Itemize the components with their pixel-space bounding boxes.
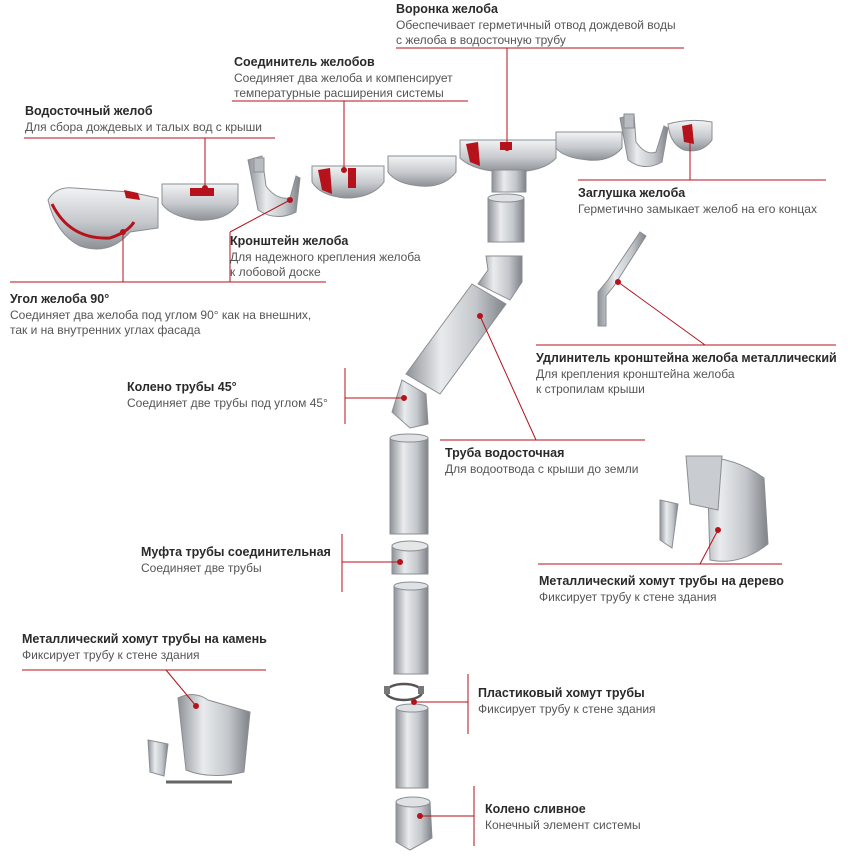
label-connector: Соединитель желобов Соединяет два желоба…: [234, 55, 453, 101]
label-extender: Удлинитель кронштейна желоба металлическ…: [536, 351, 837, 397]
gutter-bracket: [247, 155, 301, 217]
label-pipe: Труба водосточная Для водоотвода с крыши…: [445, 446, 638, 477]
label-desc: Обеспечивает герметичный отвод дождевой …: [396, 18, 676, 47]
label-title: Воронка желоба: [396, 2, 498, 16]
label-title: Колено сливное: [485, 802, 586, 816]
label-title: Труба водосточная: [445, 446, 565, 460]
gutter-corner-90: [47, 187, 159, 250]
label-title: Заглушка желоба: [578, 186, 686, 200]
label-title: Угол желоба 90°: [10, 292, 110, 306]
label-desc: Для надежного крепления желоба к лобовой…: [230, 250, 421, 279]
bracket-extender: [597, 231, 647, 327]
stone-clamp: [147, 694, 251, 784]
gutter-connector-right: [619, 113, 669, 167]
label-title: Водосточный желоб: [25, 104, 153, 118]
pipe-main-1: [389, 433, 429, 535]
leader-lines: [10, 47, 836, 846]
label-gutter: Водосточный желоб Для сбора дождевых и т…: [25, 104, 262, 135]
label-title: Удлинитель кронштейна желоба металлическ…: [536, 351, 837, 365]
label-title: Муфта трубы соединительная: [141, 545, 331, 559]
label-outlet: Колено сливное Конечный элемент системы: [485, 802, 641, 833]
label-title: Пластиковый хомут трубы: [478, 686, 645, 700]
label-desc: Конечный элемент системы: [485, 818, 641, 832]
label-desc: Для крепления кронштейна желоба к стропи…: [536, 367, 735, 396]
gutter-section-3: [555, 131, 623, 161]
pipe-elbow-45: [391, 379, 429, 429]
label-desc: Соединяет два желоба и компенсирует темп…: [234, 71, 453, 100]
label-bracket: Кронштейн желоба Для надежного крепления…: [230, 234, 421, 280]
label-desc: Для водоотвода с крыши до земли: [445, 462, 639, 476]
label-endcap: Заглушка желоба Герметично замыкает жело…: [578, 186, 817, 217]
gutter-section-2: [387, 155, 457, 187]
label-corner: Угол желоба 90° Соединяет два желоба под…: [10, 292, 311, 338]
gutter-section-1: [161, 183, 239, 221]
label-desc: Герметично замыкает желоб на его концах: [578, 202, 817, 216]
label-elbow45: Колено трубы 45° Соединяет две трубы под…: [127, 380, 328, 411]
label-title: Металлический хомут трубы на камень: [22, 632, 267, 646]
wood-clamp: [659, 455, 769, 562]
pipe-upper-short: [487, 193, 525, 243]
label-funnel: Воронка желоба Обеспечивает герметичный …: [396, 2, 676, 48]
pipe-plastic-clamp: [384, 682, 424, 702]
label-desc: Фиксирует трубу к стене здания: [539, 590, 717, 604]
label-coupling: Муфта трубы соединительная Соединяет две…: [141, 545, 331, 576]
label-desc: Соединяет два желоба под углом 90° как н…: [10, 308, 312, 337]
gutter-connector-left: [311, 165, 385, 199]
label-desc: Для сбора дождевых и талых вод с крыши: [25, 120, 262, 134]
label-title: Колено трубы 45°: [127, 380, 237, 394]
pipe-coupling: [391, 540, 429, 575]
gutter-funnel: [459, 139, 557, 193]
label-title: Соединитель желобов: [234, 55, 375, 69]
label-stoneclamp: Металлический хомут трубы на камень Фикс…: [22, 632, 267, 663]
pipe-diagonal: [405, 283, 507, 395]
pipe-main-3: [395, 703, 429, 789]
pipe-elbow-upper: [477, 255, 523, 301]
label-title: Кронштейн желоба: [230, 234, 349, 248]
label-woodclamp: Металлический хомут трубы на дерево Фикс…: [539, 574, 784, 605]
label-plasticclamp: Пластиковый хомут трубы Фиксирует трубу …: [478, 686, 656, 717]
label-desc: Фиксирует трубу к стене здания: [478, 702, 656, 716]
label-desc: Соединяет две трубы: [141, 561, 262, 575]
label-title: Металлический хомут трубы на дерево: [539, 574, 784, 588]
pipe-main-2: [393, 581, 429, 675]
pipe-outlet-elbow: [395, 796, 433, 851]
label-desc: Соединяет две трубы под углом 45°: [127, 396, 328, 410]
label-desc: Фиксирует трубу к стене здания: [22, 648, 200, 662]
